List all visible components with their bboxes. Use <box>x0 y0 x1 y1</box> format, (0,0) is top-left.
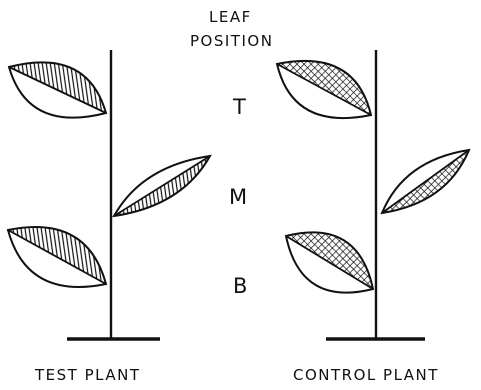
header-position: POSITION <box>190 32 273 50</box>
position-label-bottom: B <box>233 274 247 298</box>
test-bottom-leaf <box>8 227 106 287</box>
control-plant-caption: CONTROL PLANT <box>293 366 439 384</box>
test-plant <box>8 50 210 340</box>
control-plant <box>277 50 469 340</box>
header-leaf: LEAF <box>209 8 252 26</box>
control-bottom-leaf <box>286 232 373 292</box>
control-top-leaf <box>277 61 371 118</box>
test-middle-leaf <box>114 156 210 216</box>
control-middle-leaf-midrib <box>382 150 469 213</box>
test-middle-leaf-midrib <box>114 156 210 216</box>
test-plant-caption: TEST PLANT <box>35 366 140 384</box>
test-top-leaf <box>9 62 106 117</box>
position-label-top: T <box>233 95 246 119</box>
control-middle-leaf <box>382 150 469 213</box>
position-label-middle: M <box>229 185 247 209</box>
